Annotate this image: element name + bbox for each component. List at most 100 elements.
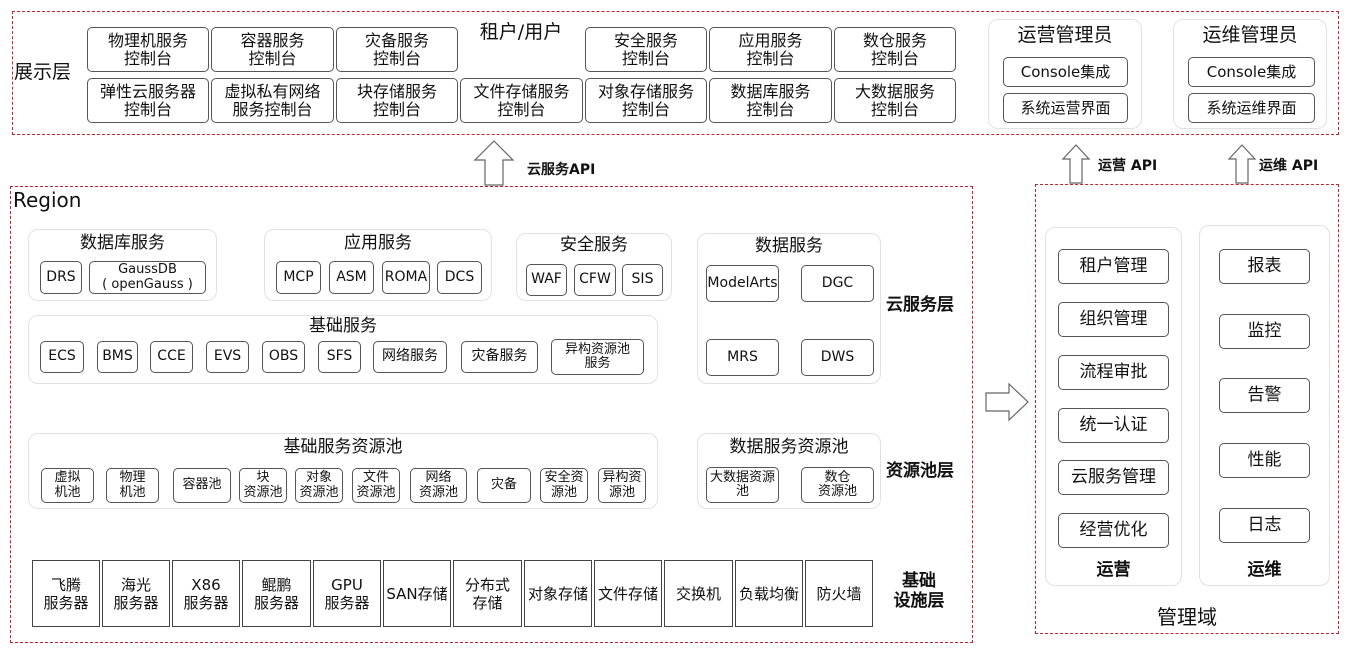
- mcp-box[interactable]: MCP: [276, 261, 321, 294]
- infra-switch[interactable]: 交换机: [664, 560, 733, 627]
- console-vpc[interactable]: 虚拟私有网络 服务控制台: [211, 78, 334, 123]
- console-data-warehouse[interactable]: 数仓服务 控制台: [834, 27, 956, 72]
- console-big-data[interactable]: 大数据服务 控制台: [834, 78, 956, 123]
- om-system-interface[interactable]: 系统运维界面: [1188, 93, 1315, 123]
- cce-box[interactable]: CCE: [150, 341, 193, 373]
- basic-service-title: 基础服务: [309, 316, 377, 336]
- console-elastic-cloud-server[interactable]: 弹性云服务器 控制台: [87, 78, 209, 123]
- data-resource-pool-title: 数据服务资源池: [729, 437, 849, 457]
- ops-system-interface[interactable]: 系统运营界面: [1003, 93, 1128, 123]
- obs-box[interactable]: OBS: [262, 341, 305, 373]
- cfw-box[interactable]: CFW: [574, 264, 616, 296]
- infra-haiguang-server[interactable]: 海光 服务器: [102, 560, 170, 627]
- dws-box[interactable]: DWS: [801, 339, 874, 376]
- console-container[interactable]: 容器服务 控制台: [211, 27, 334, 72]
- infra-gpu-server[interactable]: GPU 服务器: [313, 560, 381, 627]
- infra-object-storage[interactable]: 对象存储: [524, 560, 592, 627]
- region-frame: [10, 186, 973, 643]
- heterogeneous-pool-box[interactable]: 异构资 源池: [598, 468, 646, 503]
- om-title: 运维: [1247, 560, 1282, 580]
- database-service-title: 数据库服务: [80, 233, 165, 253]
- security-service-title: 安全服务: [560, 235, 628, 255]
- gaussdb-box[interactable]: GaussDB ( openGauss ): [89, 261, 206, 294]
- container-pool-box[interactable]: 容器池: [173, 468, 231, 503]
- file-pool-box[interactable]: 文件 资源池: [352, 468, 400, 503]
- operations-title: 运营: [1096, 560, 1131, 580]
- region-label: Region: [13, 188, 82, 212]
- presentation-layer-label: 展示层: [14, 61, 72, 83]
- dgc-box[interactable]: DGC: [801, 265, 874, 302]
- alarm-button[interactable]: 告警: [1219, 378, 1310, 413]
- console-database[interactable]: 数据库服务 控制台: [709, 78, 832, 123]
- right-arrow-to-mgmt: [985, 382, 1029, 422]
- business-optimization-button[interactable]: 经营优化: [1058, 513, 1169, 548]
- drs-box[interactable]: DRS: [40, 261, 82, 294]
- tenant-user-title: 租户/用户: [479, 21, 563, 43]
- sis-box[interactable]: SIS: [622, 264, 663, 296]
- console-file-storage[interactable]: 文件存储服务 控制台: [460, 78, 583, 123]
- tenant-management-button[interactable]: 租户管理: [1058, 249, 1169, 284]
- unified-auth-button[interactable]: 统一认证: [1058, 408, 1169, 443]
- management-domain-label: 管理域: [1157, 605, 1217, 629]
- management-domain-frame: [1035, 184, 1339, 634]
- om-api-label: 运维 API: [1259, 158, 1319, 174]
- network-service-box[interactable]: 网络服务: [373, 341, 447, 373]
- infra-feiteng-server[interactable]: 飞腾 服务器: [32, 560, 100, 627]
- dw-pool-box[interactable]: 数仓 资源池: [801, 467, 874, 503]
- ops-api-up-arrow: [1061, 144, 1091, 184]
- security-pool-box[interactable]: 安全资 源池: [540, 468, 588, 503]
- infrastructure-layer-label: 基础 设施层: [893, 571, 945, 611]
- presentation-layer-frame: [12, 11, 1339, 135]
- org-management-button[interactable]: 组织管理: [1058, 302, 1169, 337]
- infra-file-storage[interactable]: 文件存储: [594, 560, 662, 627]
- console-physical-machine[interactable]: 物理机服务 控制台: [87, 27, 209, 72]
- cloud-api-up-arrow: [473, 140, 515, 186]
- cloud-service-management-button[interactable]: 云服务管理: [1058, 460, 1169, 495]
- cloud-service-layer-label: 云服务层: [886, 295, 954, 315]
- infra-firewall[interactable]: 防火墙: [805, 560, 873, 627]
- infra-san-storage[interactable]: SAN存储: [383, 560, 451, 627]
- ops-admin-title: 运营管理员: [1017, 24, 1113, 46]
- infra-kunpeng-server[interactable]: 鲲鹏 服务器: [242, 560, 311, 627]
- block-pool-box[interactable]: 块 资源池: [239, 468, 287, 503]
- evs-box[interactable]: EVS: [206, 341, 249, 373]
- bms-box[interactable]: BMS: [97, 341, 138, 373]
- om-console-integration[interactable]: Console集成: [1188, 57, 1315, 87]
- console-disaster-recovery[interactable]: 灾备服务 控制台: [336, 27, 458, 72]
- om-admin-title: 运维管理员: [1202, 24, 1298, 46]
- asm-box[interactable]: ASM: [329, 261, 374, 294]
- console-security[interactable]: 安全服务 控制台: [585, 27, 707, 72]
- dcs-box[interactable]: DCS: [437, 261, 482, 294]
- infra-x86-server[interactable]: X86 服务器: [172, 560, 240, 627]
- bigdata-pool-box[interactable]: 大数据资源 池: [706, 467, 779, 503]
- mrs-box[interactable]: MRS: [706, 339, 779, 376]
- object-pool-box[interactable]: 对象 资源池: [295, 468, 343, 503]
- log-button[interactable]: 日志: [1219, 508, 1310, 543]
- report-button[interactable]: 报表: [1219, 249, 1310, 284]
- cloud-api-label: 云服务API: [527, 162, 596, 178]
- dr-service-box[interactable]: 灾备服务: [461, 341, 538, 373]
- infra-load-balancer[interactable]: 负载均衡: [735, 560, 803, 627]
- resource-pool-layer-label: 资源池层: [886, 461, 954, 481]
- sfs-box[interactable]: SFS: [318, 341, 361, 373]
- dr-pool-box[interactable]: 灾备: [477, 468, 531, 503]
- heterogeneous-pool-service-box[interactable]: 异构资源池 服务: [551, 339, 644, 375]
- console-application[interactable]: 应用服务 控制台: [709, 27, 832, 72]
- waf-box[interactable]: WAF: [526, 264, 567, 296]
- vm-pool-box[interactable]: 虚拟 机池: [41, 468, 94, 503]
- application-service-title: 应用服务: [344, 233, 412, 253]
- ecs-box[interactable]: ECS: [40, 341, 84, 373]
- monitor-button[interactable]: 监控: [1219, 314, 1310, 349]
- modelarts-box[interactable]: ModelArts: [706, 265, 779, 302]
- roma-box[interactable]: ROMA: [382, 261, 430, 294]
- infra-distributed-storage[interactable]: 分布式 存储: [453, 560, 522, 627]
- ops-console-integration[interactable]: Console集成: [1003, 57, 1128, 87]
- network-pool-box[interactable]: 网络 资源池: [410, 468, 467, 503]
- performance-button[interactable]: 性能: [1219, 443, 1310, 478]
- basic-resource-pool-title: 基础服务资源池: [283, 437, 403, 457]
- process-approval-button[interactable]: 流程审批: [1058, 355, 1169, 390]
- ops-api-label: 运营 API: [1098, 158, 1158, 174]
- console-object-storage[interactable]: 对象存储服务 控制台: [585, 78, 707, 123]
- console-block-storage[interactable]: 块存储服务 控制台: [336, 78, 458, 123]
- physical-pool-box[interactable]: 物理 机池: [106, 468, 159, 503]
